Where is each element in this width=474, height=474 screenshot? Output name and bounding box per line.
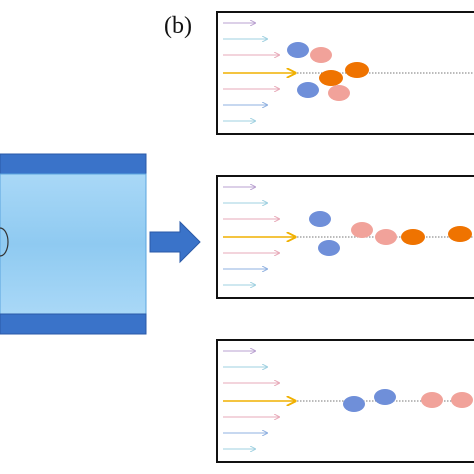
- particle-orange: [401, 229, 425, 245]
- channel-bottom-wall: [0, 313, 147, 335]
- particle-pink: [421, 392, 443, 408]
- particle-orange: [319, 70, 343, 86]
- particle-orange: [448, 226, 472, 242]
- top-panel: [216, 11, 474, 135]
- panel-label: (b): [164, 13, 192, 39]
- bottom-panel: [216, 339, 474, 463]
- middle-panel: [216, 175, 474, 299]
- particle-pink: [351, 222, 373, 238]
- particle-pink: [310, 47, 332, 63]
- particle-blue: [318, 240, 340, 256]
- channel-diagram: [0, 153, 147, 335]
- transition-arrow: [149, 220, 201, 264]
- channel-top-wall: [0, 153, 147, 175]
- channel-fluid: [0, 173, 147, 315]
- particle-pink: [375, 229, 397, 245]
- particle-pink: [451, 392, 473, 408]
- channel-cross-section-mark: [0, 227, 9, 257]
- particle-blue: [343, 396, 365, 412]
- particle-orange: [345, 62, 369, 78]
- particle-blue: [287, 42, 309, 58]
- particle-blue: [374, 389, 396, 405]
- particle-blue: [297, 82, 319, 98]
- particle-pink: [328, 85, 350, 101]
- particle-blue: [309, 211, 331, 227]
